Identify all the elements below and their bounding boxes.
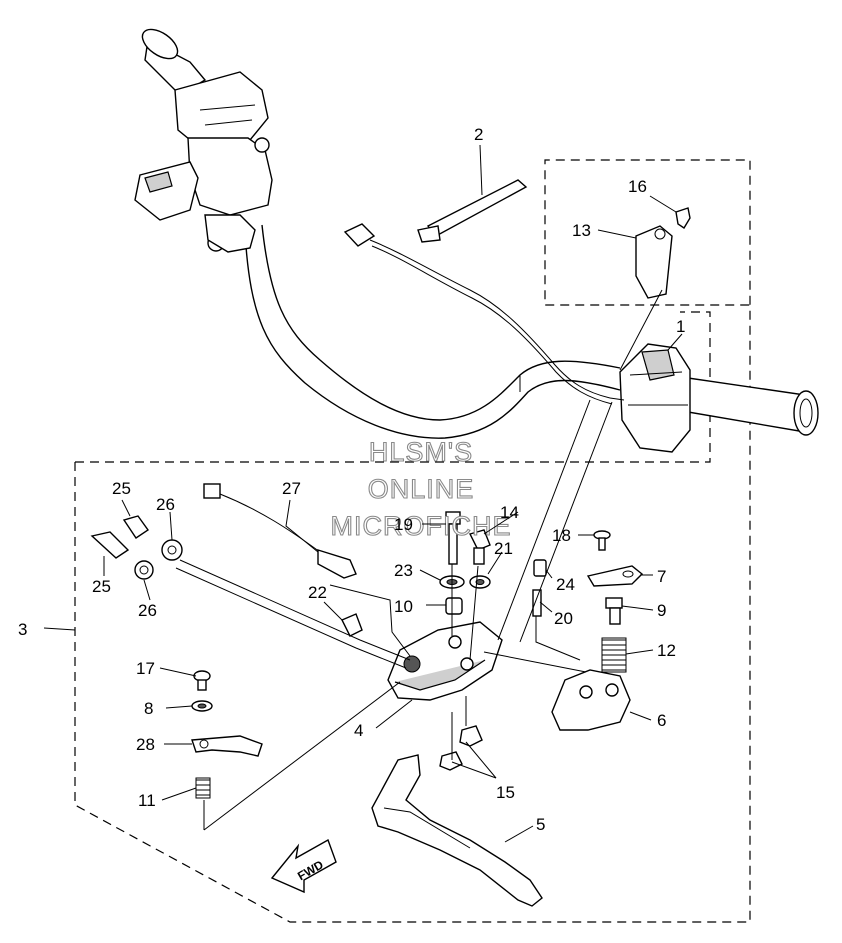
pin-part-9 — [605, 597, 623, 625]
callout-26-top: 26 — [156, 495, 175, 514]
screw-part-18 — [593, 530, 611, 551]
callout-15: 15 — [496, 783, 515, 802]
callout-8: 8 — [144, 699, 153, 718]
master-cylinder-assembly — [134, 71, 273, 253]
callout-16: 16 — [628, 177, 647, 196]
callout-3: 3 — [18, 620, 27, 639]
callout-21: 21 — [494, 539, 513, 558]
callout-leaders — [43, 144, 683, 843]
adjuster-part-25b — [90, 531, 130, 559]
callout-1: 1 — [676, 317, 685, 336]
handlebar-switch-part-1 — [609, 343, 691, 453]
callout-19: 19 — [394, 515, 413, 534]
callout-28: 28 — [136, 735, 155, 754]
callout-numbers: 1 2 3 4 5 6 7 8 9 10 11 12 13 14 15 16 1… — [18, 125, 685, 834]
cable-tie-part-2 — [417, 179, 528, 243]
callout-22: 22 — [308, 583, 327, 602]
watermark-line-1: HLSM'S — [369, 437, 473, 467]
plate-part-28 — [191, 735, 263, 757]
spring-part-12 — [601, 637, 627, 673]
collar-part-24 — [533, 559, 547, 577]
callout-12: 12 — [657, 641, 676, 660]
callout-27: 27 — [282, 479, 301, 498]
watermark: HLSM'S ONLINE MICROFICHE — [330, 436, 512, 541]
leader-13-to-switch — [619, 289, 663, 371]
screw-part-16 — [675, 207, 691, 229]
screw-part-17 — [193, 670, 211, 691]
switch-cover-part-13 — [635, 225, 673, 299]
callout-4: 4 — [354, 721, 363, 740]
washer-part-21 — [469, 575, 491, 589]
locknut-part-26a — [161, 539, 183, 561]
grommet-part-22 — [341, 613, 363, 637]
callout-5: 5 — [536, 815, 545, 834]
plate-part-7 — [586, 565, 644, 587]
nuts-part-15 — [439, 725, 483, 771]
collar-part-10 — [445, 597, 463, 615]
handlebar — [141, 28, 819, 439]
switch-cable-part-27 — [203, 483, 357, 579]
bracket-part-6 — [551, 669, 631, 731]
locknut-part-26b — [134, 560, 154, 580]
callout-17: 17 — [136, 659, 155, 678]
callout-24: 24 — [556, 575, 575, 594]
callout-14: 14 — [500, 503, 519, 522]
watermark-line-2: ONLINE — [368, 474, 475, 504]
guide-lines — [203, 399, 613, 831]
callout-13: 13 — [572, 221, 591, 240]
bolt-part-14 — [468, 529, 491, 565]
callout-11: 11 — [138, 791, 156, 810]
callout-25-top: 25 — [112, 479, 131, 498]
callout-23: 23 — [394, 561, 413, 580]
callout-18: 18 — [552, 526, 571, 545]
callout-7: 7 — [657, 567, 666, 586]
callout-20: 20 — [554, 609, 573, 628]
callout-9: 9 — [657, 601, 666, 620]
switch-harness — [343, 223, 613, 405]
forward-direction-arrow: FWD — [270, 838, 337, 894]
watermark-line-3: MICROFICHE — [331, 511, 512, 541]
callout-26-bottom: 26 — [138, 601, 157, 620]
clutch-lever-part-5 — [371, 754, 543, 907]
callout-10: 10 — [394, 597, 413, 616]
lever-holder-part-4 — [387, 621, 503, 701]
callout-25-bottom: 25 — [92, 577, 111, 596]
clutch-cable — [175, 559, 411, 669]
pin-part-20 — [532, 589, 542, 617]
washer-part-8 — [191, 700, 213, 712]
callout-2: 2 — [474, 125, 483, 144]
spring-part-11 — [195, 777, 211, 799]
bolt-part-19 — [445, 511, 461, 565]
callout-6: 6 — [657, 711, 666, 730]
adjuster-part-25a — [122, 515, 149, 539]
